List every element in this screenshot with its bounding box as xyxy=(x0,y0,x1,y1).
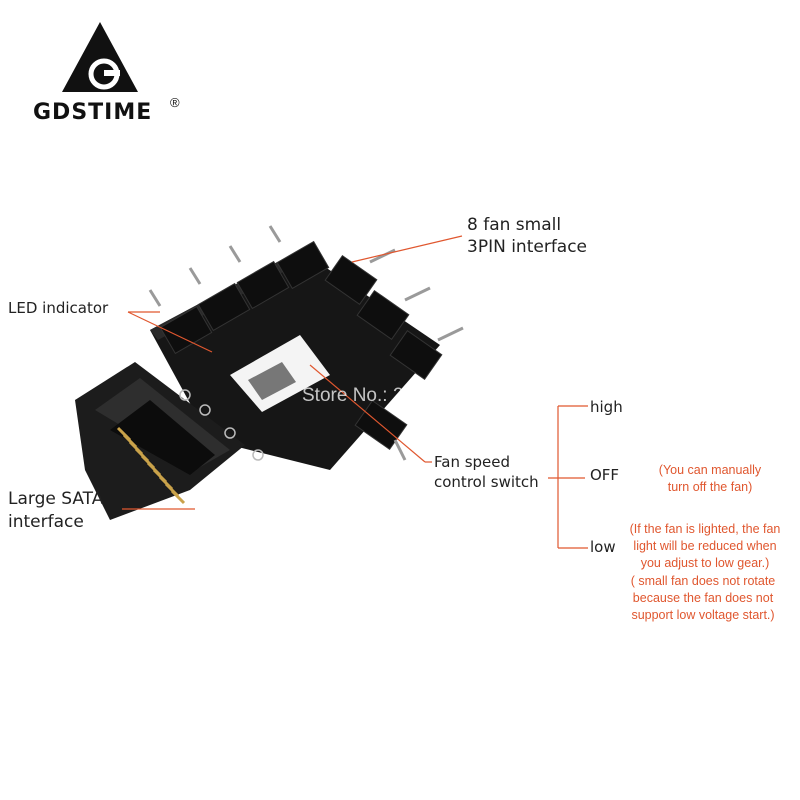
off-note-line2: turn off the fan) xyxy=(667,480,753,494)
registered-mark: ® xyxy=(170,95,180,110)
fan-interface-line2: 3PIN interface xyxy=(467,237,588,257)
low-note-line1: (If the fan is lighted, the fan xyxy=(629,522,781,536)
small-note-line2: because the fan does not xyxy=(632,591,774,605)
switch-off-label: OFF xyxy=(590,466,620,484)
speed-switch xyxy=(230,335,330,412)
sata-line2: interface xyxy=(8,512,84,532)
fan-interface-label: 8 fan small 3PIN interface xyxy=(467,214,587,258)
sata-line1: Large SATA xyxy=(8,489,104,509)
store-watermark: Store No.: 212707 xyxy=(302,385,457,406)
off-note: (You can manually turn off the fan) xyxy=(630,462,790,496)
fan-interface-line1: 8 fan small xyxy=(467,215,562,235)
off-note-line1: (You can manually xyxy=(658,463,762,477)
brand-logo-icon xyxy=(62,22,138,92)
switch-low-label: low xyxy=(590,538,616,556)
led-indicator-label: LED indicator xyxy=(8,299,109,317)
callout-lines xyxy=(122,235,588,549)
sata-connector xyxy=(75,362,245,520)
brand-name: GDSTIME xyxy=(33,100,153,125)
switch-high-label: high xyxy=(590,398,623,416)
small-note-line1: ( small fan does not rotate xyxy=(630,574,776,588)
switch-line1: Fan speed xyxy=(434,453,511,471)
speed-switch-label: Fan speed control switch xyxy=(434,452,539,492)
board-holes xyxy=(179,389,264,461)
low-note-line2: light will be reduced when xyxy=(633,539,777,553)
header-pins xyxy=(148,225,464,461)
low-note: (If the fan is lighted, the fan light wi… xyxy=(616,521,794,572)
fan-hub-board xyxy=(75,225,464,520)
low-note-line3: you adjust to low gear.) xyxy=(640,556,770,570)
switch-line2: control switch xyxy=(434,473,539,491)
sata-interface-label: Large SATA interface xyxy=(8,488,103,534)
small-note-line3: support low voltage start.) xyxy=(631,608,775,622)
sata-pins xyxy=(116,426,186,505)
small-fan-note: ( small fan does not rotate because the … xyxy=(606,573,800,624)
